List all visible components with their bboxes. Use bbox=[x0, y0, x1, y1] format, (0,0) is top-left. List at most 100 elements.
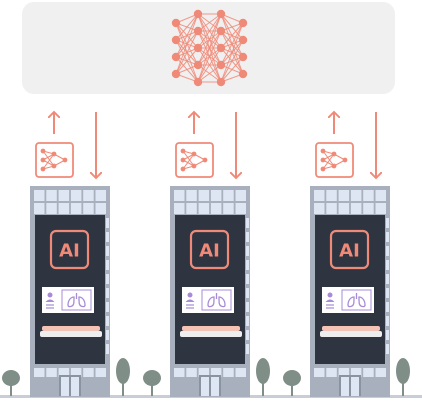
lungs-icon bbox=[61, 289, 92, 311]
window bbox=[338, 190, 350, 201]
lungs-icon bbox=[341, 289, 372, 311]
network-connection bbox=[175, 13, 199, 75]
side-window bbox=[246, 330, 249, 340]
network-node bbox=[193, 60, 203, 70]
window bbox=[174, 203, 185, 214]
tree-icon bbox=[283, 370, 301, 396]
ai-badge bbox=[329, 229, 370, 270]
window bbox=[46, 190, 57, 201]
side-window bbox=[246, 288, 249, 298]
network-node bbox=[216, 43, 226, 53]
side-window bbox=[106, 302, 109, 312]
network-node bbox=[193, 9, 203, 19]
hospital-building-1: AI bbox=[30, 112, 110, 397]
network-node bbox=[193, 77, 203, 87]
network-connection bbox=[220, 22, 244, 49]
window bbox=[186, 203, 197, 214]
network-node bbox=[171, 35, 181, 45]
window bbox=[174, 190, 185, 201]
window bbox=[46, 203, 57, 214]
side-window bbox=[106, 246, 109, 256]
device-bar bbox=[322, 326, 380, 331]
window bbox=[34, 203, 45, 214]
window bbox=[314, 368, 325, 377]
side-window bbox=[246, 316, 249, 326]
network-connection bbox=[175, 30, 199, 75]
side-window bbox=[386, 316, 389, 326]
network-node bbox=[171, 52, 181, 62]
ai-badge bbox=[49, 229, 90, 270]
network-node bbox=[238, 35, 248, 45]
window bbox=[83, 203, 94, 214]
tree-icon bbox=[143, 370, 161, 396]
network-connection bbox=[197, 47, 222, 83]
window bbox=[174, 368, 185, 377]
door-panel bbox=[71, 377, 79, 396]
window bbox=[210, 368, 222, 377]
side-window bbox=[106, 218, 109, 228]
window bbox=[235, 190, 246, 201]
network-connection bbox=[220, 56, 244, 83]
window bbox=[350, 368, 362, 377]
network-node bbox=[193, 26, 203, 36]
window bbox=[198, 203, 210, 214]
ai-badge bbox=[189, 229, 230, 270]
hospital-building-3: AI bbox=[310, 112, 390, 397]
door-panel bbox=[341, 377, 349, 396]
side-window bbox=[386, 218, 389, 228]
window bbox=[363, 203, 374, 214]
network-connection bbox=[175, 13, 199, 41]
door-panel bbox=[351, 377, 359, 396]
window bbox=[375, 190, 386, 201]
patient-card bbox=[322, 287, 374, 313]
patient-record-icon bbox=[185, 292, 195, 309]
window bbox=[338, 203, 350, 214]
window bbox=[363, 368, 374, 377]
side-window bbox=[246, 246, 249, 256]
patient-record-icon bbox=[45, 292, 55, 309]
network-node bbox=[238, 18, 248, 28]
window bbox=[186, 190, 197, 201]
side-window bbox=[246, 344, 249, 354]
window bbox=[326, 190, 337, 201]
side-window bbox=[106, 274, 109, 284]
window bbox=[350, 203, 362, 214]
window bbox=[83, 368, 94, 377]
network-connection bbox=[175, 13, 199, 58]
side-window bbox=[246, 302, 249, 312]
device-base bbox=[40, 331, 102, 337]
window bbox=[70, 190, 82, 201]
patient-card bbox=[182, 287, 234, 313]
window bbox=[58, 368, 70, 377]
window bbox=[223, 368, 234, 377]
window bbox=[34, 190, 45, 201]
side-window bbox=[106, 288, 109, 298]
side-window bbox=[246, 274, 249, 284]
side-window bbox=[386, 344, 389, 354]
window bbox=[326, 368, 337, 377]
neural-network-chip-icon bbox=[175, 142, 214, 178]
window bbox=[83, 190, 94, 201]
window bbox=[223, 190, 234, 201]
side-window bbox=[386, 246, 389, 256]
window bbox=[338, 368, 350, 377]
device-base bbox=[320, 331, 382, 337]
window bbox=[46, 368, 57, 377]
side-window bbox=[106, 260, 109, 270]
window bbox=[350, 190, 362, 201]
neural-network-chip-icon bbox=[35, 142, 74, 178]
side-window bbox=[246, 232, 249, 242]
window bbox=[198, 368, 210, 377]
side-window bbox=[246, 260, 249, 270]
network-connection bbox=[197, 13, 222, 66]
side-window bbox=[386, 274, 389, 284]
network-connection bbox=[220, 22, 244, 66]
lungs-icon bbox=[201, 289, 232, 311]
side-window bbox=[106, 330, 109, 340]
network-connection bbox=[220, 39, 244, 83]
ai-label: AI bbox=[59, 241, 80, 262]
ai-label: AI bbox=[199, 241, 220, 262]
tree-icon bbox=[116, 358, 130, 396]
device-base bbox=[180, 331, 242, 337]
